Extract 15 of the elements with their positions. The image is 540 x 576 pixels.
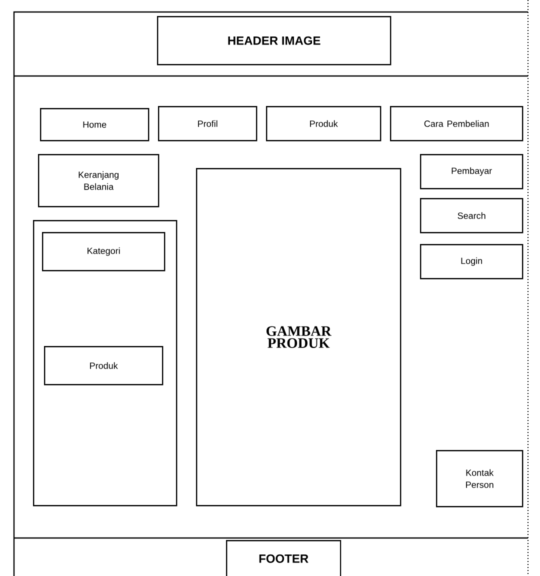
menu-box: Login (420, 244, 524, 280)
menu-box: Keranjang Belania (38, 154, 160, 208)
footer-box: FOOTER (226, 540, 342, 576)
menu-box: Profil (158, 106, 258, 142)
content-panel: GAMBAR PRODUK (196, 168, 402, 506)
header-box: HEADER IMAGE (157, 16, 392, 66)
menu-box: Pembayar (420, 154, 524, 190)
menu-box: Kategori (42, 232, 166, 272)
menu-box: Search (420, 198, 524, 234)
menu-box: Home (40, 108, 150, 142)
panel-box (33, 220, 178, 506)
menu-box: Kontak Person (436, 450, 524, 508)
menu-box: Produk (266, 106, 382, 142)
menu-box: Produk (44, 346, 164, 386)
menu-box: Cara Pembelian (390, 106, 524, 142)
